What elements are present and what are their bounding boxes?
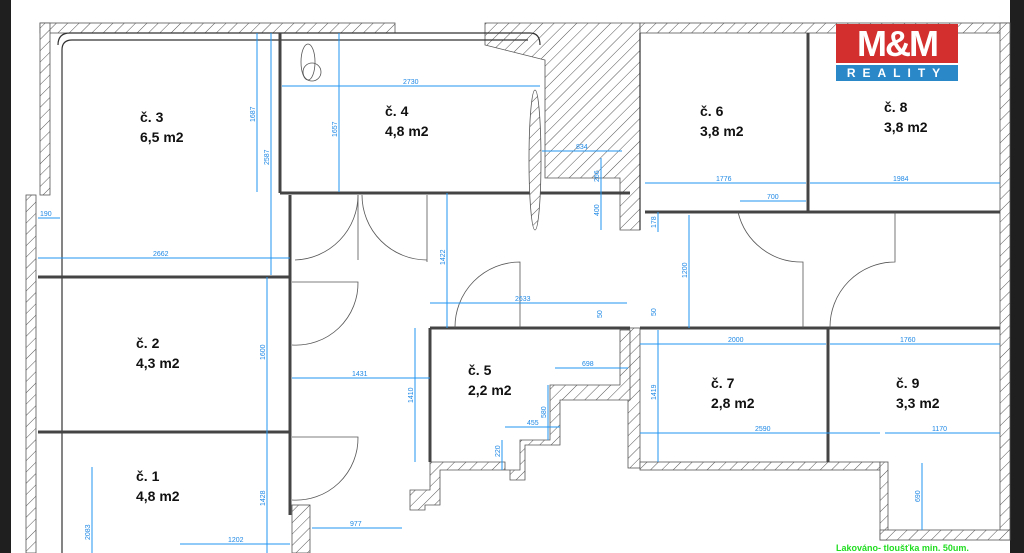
room-5-name: č. 5 bbox=[468, 362, 492, 378]
dim-label: 698 bbox=[582, 361, 594, 368]
dim-label: 1202 bbox=[228, 537, 244, 544]
dim-label: 1600 bbox=[260, 344, 267, 360]
dim-label: 1428 bbox=[260, 490, 267, 506]
dim-label: 2730 bbox=[403, 79, 419, 86]
dim-label: 1419 bbox=[651, 384, 658, 400]
dim-label: 690 bbox=[915, 490, 922, 502]
room-2-area: 4,3 m2 bbox=[136, 355, 180, 371]
dim-label: 2083 bbox=[85, 524, 92, 540]
dim-label: 1657 bbox=[332, 121, 339, 137]
dim-label: 266 bbox=[594, 170, 601, 182]
room-1-area: 4,8 m2 bbox=[136, 488, 180, 504]
dim-label: 834 bbox=[576, 144, 588, 151]
dim-label: 1200 bbox=[682, 262, 689, 278]
dimension-lines bbox=[38, 33, 1000, 553]
right-dark-border bbox=[1010, 0, 1024, 553]
room-9-name: č. 9 bbox=[896, 375, 920, 391]
dim-label: 50 bbox=[597, 310, 604, 318]
doors bbox=[291, 43, 896, 501]
room-3-name: č. 3 bbox=[140, 109, 164, 125]
dim-label: 580 bbox=[541, 406, 548, 418]
room-labels: č. 3 6,5 m2 č. 4 4,8 m2 č. 6 3,8 m2 č. 8… bbox=[136, 99, 940, 504]
logo-mark: M&M bbox=[836, 24, 958, 63]
dim-label: 977 bbox=[350, 521, 362, 528]
dim-label: 1776 bbox=[716, 176, 732, 183]
room-6-name: č. 6 bbox=[700, 103, 724, 119]
room-7-name: č. 7 bbox=[711, 375, 735, 391]
room-4-name: č. 4 bbox=[385, 103, 409, 119]
dim-label: 400 bbox=[594, 204, 601, 216]
dimension-labels: 2730 1687 2587 1657 834 266 400 190 2662… bbox=[40, 79, 947, 544]
dim-label: 2633 bbox=[515, 296, 531, 303]
room-5-area: 2,2 m2 bbox=[468, 382, 512, 398]
dim-label: 2590 bbox=[755, 426, 771, 433]
room-9-area: 3,3 m2 bbox=[896, 395, 940, 411]
room-7-area: 2,8 m2 bbox=[711, 395, 755, 411]
walls bbox=[25, 22, 1011, 553]
dim-label: 1760 bbox=[900, 337, 916, 344]
coating-note: Lakováno- tloušťka min. 50um. bbox=[836, 543, 969, 553]
room-1-name: č. 1 bbox=[136, 468, 160, 484]
dim-label: 1687 bbox=[250, 106, 257, 122]
dim-label: 190 bbox=[40, 211, 52, 218]
mm-reality-logo: M&M REALITY bbox=[836, 24, 958, 81]
dim-label: 455 bbox=[527, 420, 539, 427]
room-8-name: č. 8 bbox=[884, 99, 908, 115]
partitions bbox=[38, 33, 1000, 515]
dim-label: 1984 bbox=[893, 176, 909, 183]
dim-label: 1170 bbox=[932, 426, 947, 433]
room-6-area: 3,8 m2 bbox=[700, 123, 744, 139]
dim-label: 1422 bbox=[440, 249, 447, 265]
room-8-area: 3,8 m2 bbox=[884, 119, 928, 135]
dim-label: 1410 bbox=[408, 387, 415, 403]
dim-label: 220 bbox=[495, 445, 502, 457]
room-3-area: 6,5 m2 bbox=[140, 129, 184, 145]
dim-label: 700 bbox=[767, 194, 779, 201]
dim-label: 1431 bbox=[352, 371, 368, 378]
dim-label: 50 bbox=[651, 308, 658, 316]
logo-text: REALITY bbox=[836, 65, 958, 81]
dim-label: 2662 bbox=[153, 251, 169, 258]
room-4-area: 4,8 m2 bbox=[385, 123, 429, 139]
room-2-name: č. 2 bbox=[136, 335, 160, 351]
dim-label: 2000 bbox=[728, 337, 744, 344]
dim-label: 178 bbox=[651, 216, 658, 228]
left-dark-border bbox=[0, 0, 11, 553]
dim-label: 2587 bbox=[264, 149, 271, 165]
